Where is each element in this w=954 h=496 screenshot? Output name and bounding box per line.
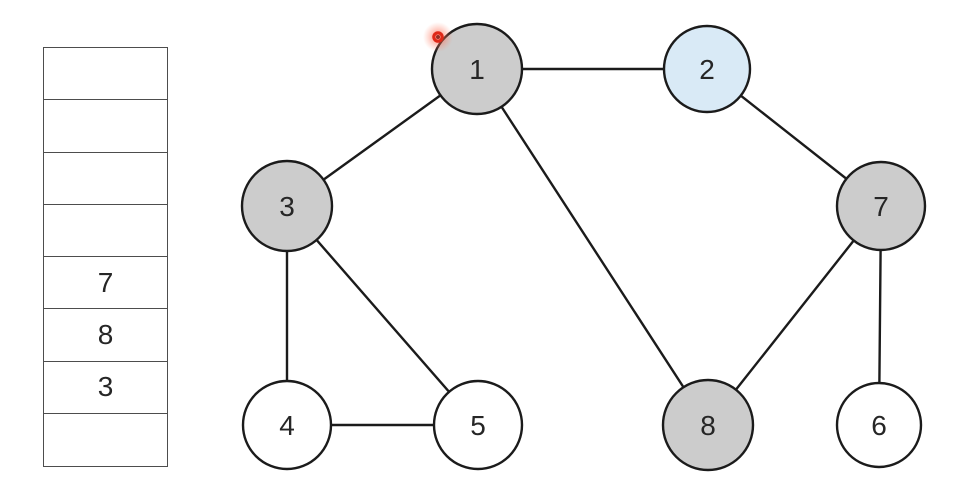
stack-cell-value: 3 xyxy=(97,371,114,403)
stack-table: 7 8 3 xyxy=(43,47,168,467)
node-circle-5[interactable] xyxy=(432,379,524,471)
stack-cell-5: 8 xyxy=(44,309,167,362)
stack-cell-value: 7 xyxy=(97,266,114,298)
graph-node-4[interactable]: 4 xyxy=(241,379,333,471)
graph-edge-1-8 xyxy=(475,67,710,427)
node-circle-3[interactable] xyxy=(240,159,334,253)
graph-edge-3-5 xyxy=(285,204,480,427)
node-circle-8[interactable] xyxy=(661,378,755,472)
node-circle-4[interactable] xyxy=(241,379,333,471)
graph-node-5[interactable]: 5 xyxy=(432,379,524,471)
graph-node-6[interactable]: 6 xyxy=(835,381,923,469)
stack-cell-3 xyxy=(44,205,167,257)
edges-layer xyxy=(285,67,883,427)
graph-node-2[interactable]: 2 xyxy=(662,24,752,114)
node-circle-2[interactable] xyxy=(662,24,752,114)
graph-node-3[interactable]: 3 xyxy=(240,159,334,253)
cursor-dot-center xyxy=(436,35,440,39)
node-circle-1[interactable] xyxy=(430,22,524,116)
stack-cell-value: 8 xyxy=(97,318,114,350)
stack-cell-1 xyxy=(44,100,167,153)
cursor-layer xyxy=(423,22,453,52)
node-circle-7[interactable] xyxy=(835,160,927,252)
stack-cell-2 xyxy=(44,153,167,205)
stack-cell-0 xyxy=(44,48,167,101)
graph-node-7[interactable]: 7 xyxy=(835,160,927,252)
graph-node-8[interactable]: 8 xyxy=(661,378,755,472)
graph-edge-7-8 xyxy=(706,204,883,427)
node-circle-6[interactable] xyxy=(835,381,923,469)
stack-cell-4: 7 xyxy=(44,257,167,310)
cursor-ring-icon xyxy=(432,31,444,43)
stack-cell-6: 3 xyxy=(44,362,167,414)
